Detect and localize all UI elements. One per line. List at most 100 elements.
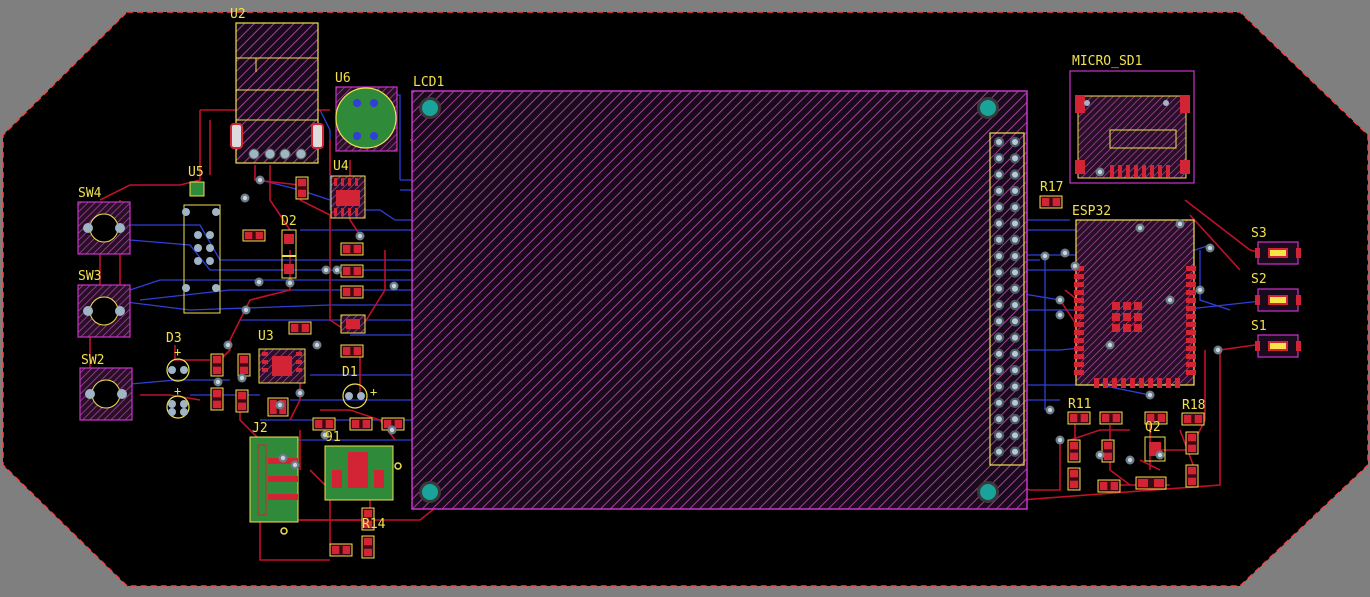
esp32-pad [1074,362,1084,367]
esp32-pad [1186,298,1196,303]
label-q2: Q2 [1145,420,1161,435]
micro-sd-pin [1118,165,1122,177]
tactile-switches [77,201,133,421]
lcd-header-outline [989,132,1025,466]
esp32-pad [1139,378,1144,388]
label-u6: U6 [335,71,351,86]
micro-sd-pins [1110,165,1170,177]
esp32-pad [1074,282,1084,287]
label-r11: R11 [1068,397,1091,412]
d3-led[interactable] [166,358,190,382]
esp32-footprint[interactable] [1074,219,1196,388]
esp32-pad [1074,346,1084,351]
label-micro-sd1: MICRO_SD1 [1072,54,1142,69]
label-esp32: ESP32 [1072,204,1111,219]
micro-sd-pin [1158,165,1162,177]
label-j2: J2 [252,421,268,436]
small-ic-center[interactable] [340,314,366,334]
micro-sd-pin [1134,165,1138,177]
esp32-pad [1130,378,1135,388]
sw3-switch[interactable] [77,284,131,338]
esp32-thermal-pad [1123,302,1131,310]
sw4-switch[interactable] [77,201,131,255]
esp32-thermal-pad [1112,302,1120,310]
smd-switches [1255,241,1301,358]
svg-text:+: + [174,345,181,359]
esp32-pad [1186,306,1196,311]
label-u2: U2 [230,7,246,22]
d4-led[interactable] [166,395,190,419]
label-d3: D3 [166,331,182,346]
d1-led[interactable]: + [342,383,377,409]
vias [213,167,1223,470]
micro-sd1-footprint[interactable] [1069,70,1195,184]
esp32-pad [1186,322,1196,327]
label-r17: R17 [1040,180,1063,195]
u2-footprint[interactable] [230,22,324,164]
lcd1-footprint[interactable] [411,90,1028,510]
micro-sd-pin [1150,165,1154,177]
label-sw2: SW2 [81,353,104,368]
svg-text:+: + [174,384,181,398]
esp32-pad [1157,378,1162,388]
label-u3: U3 [258,329,274,344]
esp32-pad [1074,322,1084,327]
q1-transistor[interactable] [324,445,402,501]
designator-labels: U2 U6 LCD1 MICRO_SD1 U5 U4 SW4 D2 R17 ES… [78,7,1267,532]
sw2-switch[interactable] [79,367,133,421]
u3-footprint[interactable] [258,348,306,384]
s3-switch[interactable] [1255,241,1301,265]
esp32-pad [1166,378,1171,388]
esp32-pad [1074,290,1084,295]
esp32-thermal-pad [1123,324,1131,332]
label-d2: D2 [281,214,297,229]
label-q1: 91 [325,430,341,445]
j2-connector[interactable] [249,436,299,535]
label-s2: S2 [1251,272,1267,287]
esp32-thermal-pad [1134,313,1142,321]
u4-footprint[interactable] [330,175,366,219]
esp32-pad [1186,274,1196,279]
micro-sd-pin [1166,165,1170,177]
esp32-pad [1186,346,1196,351]
label-u5: U5 [188,165,204,180]
esp32-pad [1094,378,1099,388]
esp32-pad [1186,330,1196,335]
label-r18: R18 [1182,398,1205,413]
lcd-header-pins [993,136,1021,457]
esp32-pad [1121,378,1126,388]
label-lcd1: LCD1 [413,75,444,90]
esp32-pad [1074,314,1084,319]
esp32-pad [1186,338,1196,343]
micro-sd-pin [1126,165,1130,177]
resistor [242,229,266,242]
esp32-pad [1103,378,1108,388]
s2-switch[interactable] [1255,288,1301,312]
label-sw3: SW3 [78,269,101,284]
esp32-pad [1074,266,1084,271]
esp32-pad [1074,354,1084,359]
label-s1: S1 [1251,319,1267,334]
u6-footprint[interactable] [335,86,398,152]
esp32-pad [1074,338,1084,343]
esp32-pad [1186,362,1196,367]
esp32-thermal-pad [1134,302,1142,310]
esp32-pad [1186,266,1196,271]
esp32-pad [1186,370,1196,375]
label-r14: R14 [362,517,386,532]
esp32-pad [1074,298,1084,303]
esp32-pad [1186,314,1196,319]
esp32-pad [1112,378,1117,388]
esp32-pad [1186,354,1196,359]
esp32-pad [1074,330,1084,335]
esp32-thermal-pad [1112,313,1120,321]
micro-sd-pin [1110,165,1114,177]
label-s3: S3 [1251,226,1267,241]
esp32-thermal-pad [1123,313,1131,321]
s1-switch[interactable] [1255,334,1301,358]
esp32-pad [1074,274,1084,279]
d2-footprint[interactable] [281,229,297,279]
u5-footprint[interactable] [182,181,221,314]
esp32-pad [1074,370,1084,375]
